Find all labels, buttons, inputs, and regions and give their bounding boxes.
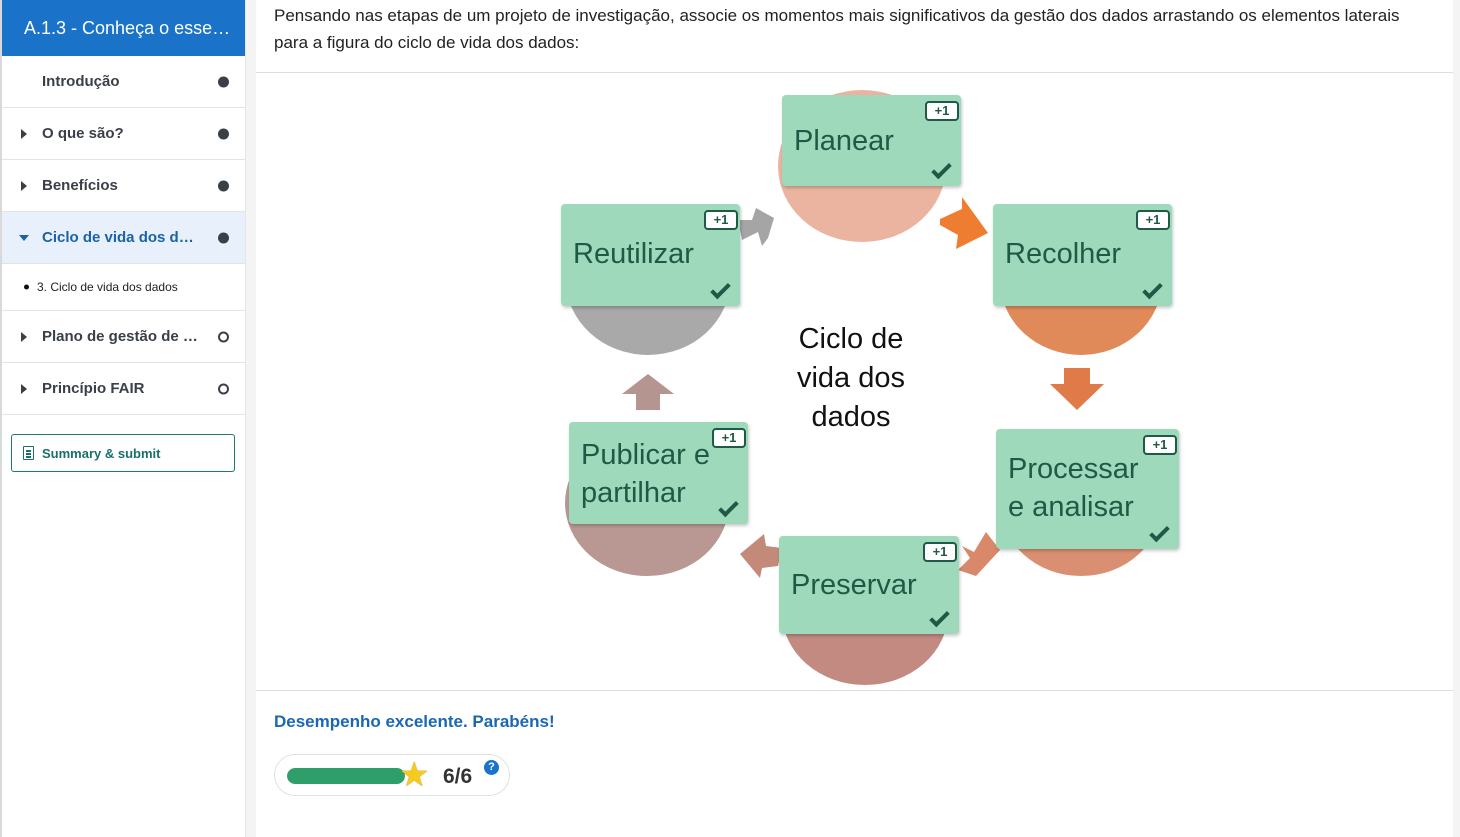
progress-track <box>287 768 405 784</box>
caret-right-icon[interactable] <box>21 128 27 139</box>
summary-submit-label: Summary & submit <box>42 445 161 461</box>
nav-item-label: O que são? <box>42 125 124 142</box>
score-badge: +1 <box>712 428 746 448</box>
drop-zone-preservar[interactable]: Preservar +1 <box>779 536 959 634</box>
checkmark-icon <box>710 278 731 300</box>
incomplete-dot-icon <box>218 331 229 342</box>
nav-item-label: Plano de gestão de dados <box>42 328 198 345</box>
task-instructions: Pensando nas etapas de um projeto de inv… <box>274 6 1400 52</box>
divider <box>256 690 1453 691</box>
stage-label: Planear <box>794 125 894 157</box>
feedback-message: Desempenho excelente. Parabéns! <box>274 712 555 731</box>
divider <box>256 72 1453 73</box>
nav-item-plano-de-gestao[interactable]: Plano de gestão de dados <box>2 311 245 363</box>
score-badge: +1 <box>1143 435 1177 455</box>
caret-right-icon[interactable] <box>21 331 27 342</box>
cycle-arrow-icon <box>738 208 774 246</box>
score-badge: +1 <box>704 210 738 230</box>
course-title[interactable]: A.1.3 - Conheça o essencial sobre gestão… <box>2 0 245 56</box>
stage-label: Publicar e partilhar <box>581 439 710 509</box>
stage-label: Reutilizar <box>573 238 694 270</box>
incomplete-dot-icon <box>218 383 229 394</box>
drop-zone-planear[interactable]: Planear +1 <box>782 95 961 186</box>
nav-item-beneficios[interactable]: Benefícios <box>2 160 245 212</box>
cycle-arrow-icon <box>622 374 674 410</box>
score-bar: ★ 6/6 ? <box>274 754 510 796</box>
star-icon: ★ <box>399 756 430 794</box>
bullet-icon <box>24 284 29 290</box>
stage-label: Processar e analisar <box>1008 453 1139 523</box>
summary-submit-button[interactable]: Summary & submit <box>11 434 235 472</box>
main-content: Pensando nas etapas de um projeto de inv… <box>256 0 1453 837</box>
caret-down-icon[interactable] <box>19 234 29 241</box>
sidebar: A.1.3 - Conheça o essencial sobre gestão… <box>0 0 246 837</box>
score-badge: +1 <box>923 542 957 562</box>
cycle-arrow-icon <box>958 532 1000 576</box>
nav-item-label: Princípio FAIR <box>42 380 145 397</box>
help-icon[interactable]: ? <box>484 760 499 775</box>
nav-item-o-que-sao[interactable]: O que são? <box>2 108 245 160</box>
progress-fill <box>287 768 405 784</box>
nav-item-introducao[interactable]: Introdução <box>2 56 245 108</box>
cycle-arrow-icon <box>1050 368 1104 410</box>
completed-dot-icon <box>218 180 229 191</box>
completed-dot-icon <box>218 76 229 87</box>
nav-item-label: Ciclo de vida dos dados <box>42 229 198 246</box>
drop-zone-recolher[interactable]: Recolher +1 <box>993 204 1172 306</box>
stage-label: Preservar <box>791 569 917 601</box>
cycle-center-label: Ciclo de vida dos dados <box>796 323 905 433</box>
score-value: 6/6 <box>443 765 473 788</box>
score-badge: +1 <box>1136 210 1170 230</box>
course-title-text: A.1.3 - Conheça o essencial sobre gestão… <box>24 17 239 38</box>
stage-label: Recolher <box>1005 238 1122 270</box>
completed-dot-icon <box>218 128 229 139</box>
score-badge: +1 <box>925 101 959 121</box>
completed-dot-icon <box>218 232 229 243</box>
caret-right-icon[interactable] <box>21 383 27 394</box>
cycle-arrow-icon <box>940 197 988 249</box>
nav-item-label: Introdução <box>42 73 120 90</box>
checkmark-icon <box>1142 278 1163 300</box>
caret-right-icon[interactable] <box>21 180 27 191</box>
drag-drop-task: Ciclo de vida dos dados Planear +1 Recol… <box>256 0 1453 690</box>
document-icon <box>23 446 34 460</box>
nav-item-label: Benefícios <box>42 177 118 194</box>
cycle-arrow-icon <box>740 534 782 578</box>
checkmark-icon <box>931 158 952 180</box>
drop-zone-processar[interactable]: Processar e analisar +1 <box>996 429 1179 549</box>
nav-subitem-label: 3. Ciclo de vida dos dados <box>37 280 178 294</box>
nav-item-principio-fair[interactable]: Princípio FAIR <box>2 363 245 415</box>
nav-item-ciclo-de-vida[interactable]: Ciclo de vida dos dados <box>2 212 245 264</box>
drop-zone-publicar[interactable]: Publicar e partilhar +1 <box>569 422 748 524</box>
drop-zone-reutilizar[interactable]: Reutilizar +1 <box>561 204 740 306</box>
nav-subitem-ciclo-de-vida[interactable]: 3. Ciclo de vida dos dados <box>2 264 245 311</box>
checkmark-icon <box>929 606 950 628</box>
